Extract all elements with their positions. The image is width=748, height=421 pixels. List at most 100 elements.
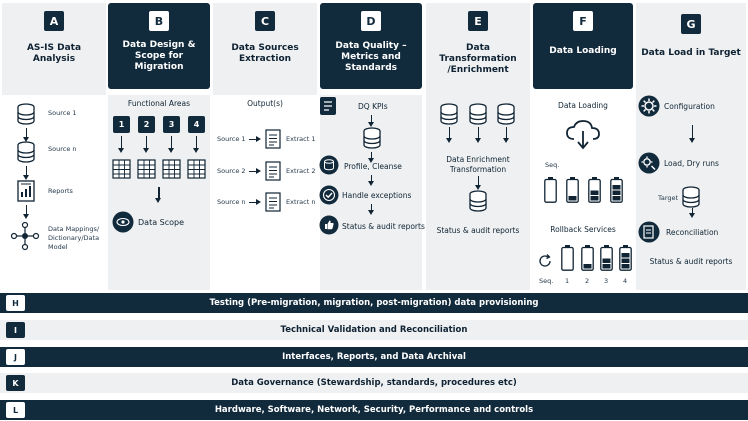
arrow-right bbox=[249, 168, 261, 174]
arrow-down bbox=[168, 136, 174, 153]
report-icon bbox=[17, 180, 35, 202]
column-a: A AS-IS Data Analysis Source 1 Source n … bbox=[2, 3, 106, 290]
table-document-icon bbox=[137, 159, 156, 179]
column-a-body: Source 1 Source n Reports Data Mapping bbox=[2, 95, 106, 290]
data-scope-label: Data Scope bbox=[138, 218, 185, 227]
database-icon bbox=[497, 103, 515, 125]
arrow-down bbox=[368, 115, 374, 127]
arrow-right bbox=[249, 136, 261, 142]
band-h-text: Testing (Pre-migration, migration, post-… bbox=[209, 298, 539, 308]
functional-area-number: 4 bbox=[188, 116, 205, 133]
outputs-label: Output(s) bbox=[247, 99, 283, 108]
mappings-label-line-1: Data Mappings/ bbox=[48, 225, 100, 233]
database-icon bbox=[469, 190, 487, 212]
column-f-letter: F bbox=[573, 11, 593, 31]
functional-area-number: 3 bbox=[163, 116, 180, 133]
arrow-down bbox=[143, 136, 149, 153]
check-circle-icon bbox=[319, 185, 339, 205]
thumbs-up-icon bbox=[319, 215, 339, 235]
arrow-down bbox=[193, 136, 199, 153]
band-i: I Technical Validation and Reconciliatio… bbox=[0, 320, 748, 340]
column-d-header: D Data Quality – Metrics and Standards bbox=[320, 3, 422, 89]
database-icon bbox=[469, 103, 487, 125]
column-d-body: DQ KPIs Profile, Cleanse Handle exceptio… bbox=[319, 95, 425, 290]
band-i-letter: I bbox=[6, 322, 25, 338]
mappings-label-line-3: Model bbox=[48, 243, 68, 251]
column-a-title: AS-IS Data Analysis bbox=[26, 43, 82, 64]
functional-area-number: 1 bbox=[113, 116, 130, 133]
reports-label: Reports bbox=[48, 187, 73, 195]
seq-number: 2 bbox=[585, 277, 590, 285]
network-model-icon bbox=[10, 221, 40, 251]
column-f-body: Data Loading Seq. Rollback Services bbox=[533, 95, 633, 290]
arrow-down bbox=[368, 175, 374, 186]
column-a-letter: A bbox=[44, 11, 64, 31]
band-l-text: Hardware, Software, Network, Security, P… bbox=[214, 405, 534, 415]
refresh-icon bbox=[539, 254, 551, 267]
table-document-icon bbox=[162, 159, 181, 179]
arrow-down bbox=[689, 125, 695, 143]
seq-number: 3 bbox=[604, 277, 609, 285]
database-icon bbox=[682, 186, 700, 208]
battery-empty-icon bbox=[544, 177, 557, 203]
arrow-down bbox=[23, 166, 29, 180]
database-icon bbox=[17, 103, 35, 125]
database-icon bbox=[440, 103, 458, 125]
source-2-label: Source 2 bbox=[217, 167, 246, 175]
column-g: G Data Load in Target Configuration Load… bbox=[636, 3, 746, 290]
column-g-body: Configuration Load, Dry runs Target Reco… bbox=[636, 95, 746, 290]
mappings-label-line-2: Dictionary/Data bbox=[48, 234, 100, 242]
profile-cleanse-label: Profile, Cleanse bbox=[344, 162, 402, 171]
seq-number: 4 bbox=[623, 277, 628, 285]
kpi-icon bbox=[320, 97, 336, 115]
band-j: J Interfaces, Reports, and Data Archival bbox=[0, 347, 748, 367]
seq-label: Seq. bbox=[545, 161, 560, 169]
extract-2-label: Extract 2 bbox=[286, 167, 316, 175]
data-loading-label: Data Loading bbox=[558, 101, 608, 110]
document-icon bbox=[265, 161, 281, 181]
load-dry-runs-label: Load, Dry runs bbox=[664, 159, 719, 168]
arrow-down bbox=[503, 127, 509, 143]
column-g-title: Data Load in Target bbox=[641, 48, 741, 58]
band-l: L Hardware, Software, Network, Security,… bbox=[0, 400, 748, 420]
battery-full-icon bbox=[619, 245, 632, 271]
database-icon bbox=[363, 127, 381, 149]
arrow-right bbox=[249, 199, 261, 205]
dq-kpis-label: DQ KPIs bbox=[358, 102, 388, 111]
column-e-header: E Data Transformation /Enrichment bbox=[426, 3, 530, 89]
reconciliation-icon bbox=[638, 221, 660, 243]
handle-exceptions-label: Handle exceptions bbox=[342, 191, 412, 200]
band-j-text: Interfaces, Reports, and Data Archival bbox=[282, 352, 466, 362]
column-d-title: Data Quality – Metrics and Standards bbox=[335, 41, 407, 73]
column-b-letter: B bbox=[149, 11, 169, 31]
arrow-down bbox=[23, 205, 29, 219]
status-audit-reports-label: Status & audit reports bbox=[342, 222, 425, 231]
configuration-icon bbox=[638, 95, 660, 117]
column-c: C Data Sources Extraction Output(s) Sour… bbox=[213, 3, 317, 290]
source-n-label: Source n bbox=[48, 145, 77, 153]
column-b-header: B Data Design & Scope for Migration bbox=[108, 3, 210, 89]
band-j-letter: J bbox=[6, 349, 25, 365]
cloud-download-icon bbox=[566, 120, 600, 150]
column-e-letter: E bbox=[468, 11, 488, 31]
band-k-text: Data Governance (Stewardship, standards,… bbox=[231, 378, 517, 388]
load-gear-icon bbox=[638, 152, 660, 174]
column-f-header: F Data Loading bbox=[533, 3, 633, 89]
column-f-title: Data Loading bbox=[549, 46, 617, 56]
seq-number: 1 bbox=[565, 277, 570, 285]
battery-low-icon bbox=[581, 245, 594, 271]
source-n-label: Source n bbox=[217, 198, 246, 206]
functional-areas-label: Functional Areas bbox=[127, 99, 191, 108]
column-e-title: Data Transformation /Enrichment bbox=[439, 43, 517, 75]
arrow-down bbox=[368, 204, 374, 215]
battery-low-icon bbox=[566, 177, 579, 203]
status-audit-reports-label: Status & audit reports bbox=[436, 226, 520, 235]
column-e-body: Data Enrichment Transformation Status & … bbox=[426, 95, 530, 290]
column-c-body: Output(s) Source 1 Extract 1 Source 2 Ex… bbox=[213, 95, 317, 290]
data-enrichment-label-line-1: Data Enrichment bbox=[446, 155, 510, 164]
column-d: D Data Quality – Metrics and Standards D… bbox=[319, 3, 425, 290]
column-c-letter: C bbox=[255, 11, 275, 31]
arrow-down bbox=[368, 152, 374, 163]
band-l-letter: L bbox=[6, 402, 25, 418]
column-b: B Data Design & Scope for Migration Func… bbox=[108, 3, 210, 290]
